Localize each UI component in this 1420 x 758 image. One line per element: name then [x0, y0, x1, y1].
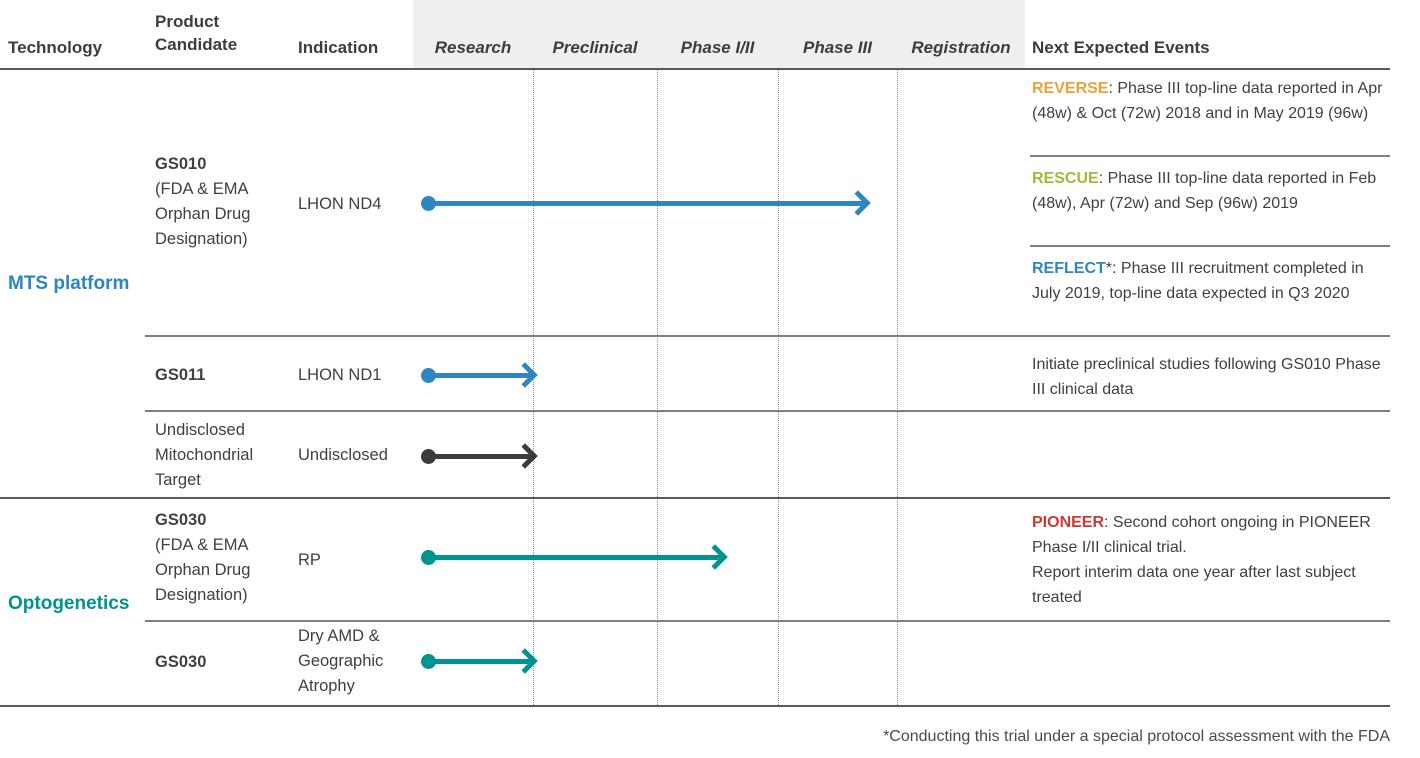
header-underline	[0, 68, 1390, 70]
timeline-arrow-gs030-rp	[421, 544, 728, 570]
phase-divider-phase12-phase3	[778, 69, 779, 705]
indication-undisclosed: Undisclosed	[298, 446, 388, 464]
candidate-name: GS030	[155, 511, 207, 529]
section-separator-mts-optogenetics	[0, 497, 1390, 499]
row-separator-rp-dryamd	[145, 620, 1390, 622]
candidate-note-line1: (FDA & EMA	[155, 180, 249, 198]
event-text: Initiate preclinical studies following G…	[1032, 356, 1381, 398]
event-pioneer: PIONEER: Second cohort ongoing in PIONEE…	[1032, 510, 1396, 610]
column-header-product-line1: Product	[155, 12, 220, 31]
event-reverse: REVERSE: Phase III top-line data reporte…	[1032, 76, 1396, 126]
candidate-name: GS030	[155, 653, 207, 671]
arrow-start-dot	[421, 653, 436, 669]
event-tag-pioneer: PIONEER	[1032, 514, 1105, 531]
candidate-gs011: GS011	[155, 363, 205, 388]
arrow-shaft	[433, 372, 531, 378]
timeline-arrow-gs010	[421, 190, 871, 216]
event-reflect: REFLECT*: Phase III recruitment complete…	[1032, 256, 1396, 306]
candidate-undisclosed-target: Undisclosed Mitochondrial Target	[155, 418, 253, 493]
candidate-note-line3: Designation)	[155, 230, 248, 248]
table-bottom-line	[0, 705, 1390, 707]
candidate-gs030-amd: GS030	[155, 650, 206, 675]
indication-lhon-nd4: LHON ND4	[298, 195, 382, 213]
column-header-registration: Registration	[911, 38, 1011, 57]
column-header-product-candidate: Product Candidate	[155, 10, 237, 56]
event-rescue: RESCUE: Phase III top-line data reported…	[1032, 166, 1396, 216]
event-text: : Phase III top-line data reported in Fe…	[1032, 170, 1377, 212]
column-header-indication: Indication	[298, 38, 379, 57]
candidate-gs010: GS010 (FDA & EMA Orphan Drug Designation…	[155, 152, 250, 252]
arrow-start-dot	[421, 195, 436, 211]
column-header-phase-1-2: Phase I/II	[680, 38, 755, 57]
candidate-note-line3: Designation)	[155, 586, 248, 604]
indication-line1: Dry AMD &	[298, 627, 380, 645]
phase-divider-phase3-registration	[897, 69, 898, 705]
arrow-head	[702, 544, 728, 570]
candidate-line1: Undisclosed	[155, 421, 245, 439]
arrow-start-dot	[421, 549, 436, 565]
arrow-shaft	[433, 554, 721, 560]
arrow-start-dot	[421, 367, 436, 383]
arrow-head	[845, 190, 871, 216]
column-header-preclinical: Preclinical	[552, 38, 638, 57]
row-separator-gs011-undisclosed	[145, 410, 1390, 412]
technology-label-mts-platform: MTS platform	[8, 273, 130, 294]
arrow-shaft	[433, 200, 864, 206]
candidate-gs030-rp: GS030 (FDA & EMA Orphan Drug Designation…	[155, 508, 250, 608]
event-gs011-next: Initiate preclinical studies following G…	[1032, 352, 1396, 402]
candidate-note-line2: Orphan Drug	[155, 561, 251, 579]
event-tag-reflect: REFLECT	[1032, 260, 1106, 277]
arrow-shaft	[433, 658, 531, 664]
candidate-line3: Target	[155, 471, 201, 489]
arrow-start-dot	[421, 448, 436, 464]
event-text-line2: Report interim data one year after last …	[1032, 564, 1356, 606]
timeline-arrow-gs011	[421, 362, 538, 388]
column-header-phase-3: Phase III	[803, 38, 872, 57]
candidate-note-line1: (FDA & EMA	[155, 536, 249, 554]
arrow-shaft	[433, 453, 531, 459]
event-text: : Phase III top-line data reported in Ap…	[1032, 80, 1383, 122]
technology-label-optogenetics: Optogenetics	[8, 593, 130, 614]
arrow-head	[512, 648, 538, 674]
event-tag-reverse: REVERSE	[1032, 80, 1109, 97]
column-header-research: Research	[434, 38, 512, 57]
phase-divider-research-preclinical	[533, 69, 534, 705]
row-separator-gs010-gs011	[145, 335, 1390, 337]
candidate-line2: Mitochondrial	[155, 446, 254, 464]
candidate-name: GS010	[155, 155, 207, 173]
indication-lhon-nd1: LHON ND1	[298, 366, 382, 384]
indication-rp: RP	[298, 551, 321, 569]
phase-divider-preclinical-phase12	[657, 69, 658, 705]
event-separator-2	[1030, 245, 1390, 247]
candidate-name: GS011	[155, 366, 206, 384]
event-text: *: Phase III recruitment completed in Ju…	[1032, 260, 1364, 302]
column-header-product-line2: Candidate	[155, 35, 238, 54]
indication-line2: Geographic	[298, 652, 384, 670]
event-separator-1	[1030, 155, 1390, 157]
candidate-note-line2: Orphan Drug	[155, 205, 251, 223]
column-header-next-expected-events: Next Expected Events	[1032, 38, 1210, 57]
timeline-arrow-undisclosed	[421, 443, 538, 469]
column-header-technology: Technology	[8, 38, 103, 57]
timeline-arrow-gs030-amd	[421, 648, 538, 674]
arrow-head	[512, 362, 538, 388]
event-tag-rescue: RESCUE	[1032, 170, 1099, 187]
indication-line3: Atrophy	[298, 677, 355, 695]
arrow-head	[512, 443, 538, 469]
footnote: *Conducting this trial under a special p…	[883, 728, 1390, 745]
phase-header-band	[413, 0, 1025, 68]
event-text: : Second cohort ongoing in PIONEER Phase…	[1032, 514, 1371, 556]
indication-dry-amd: Dry AMD & Geographic Atrophy	[298, 624, 383, 699]
